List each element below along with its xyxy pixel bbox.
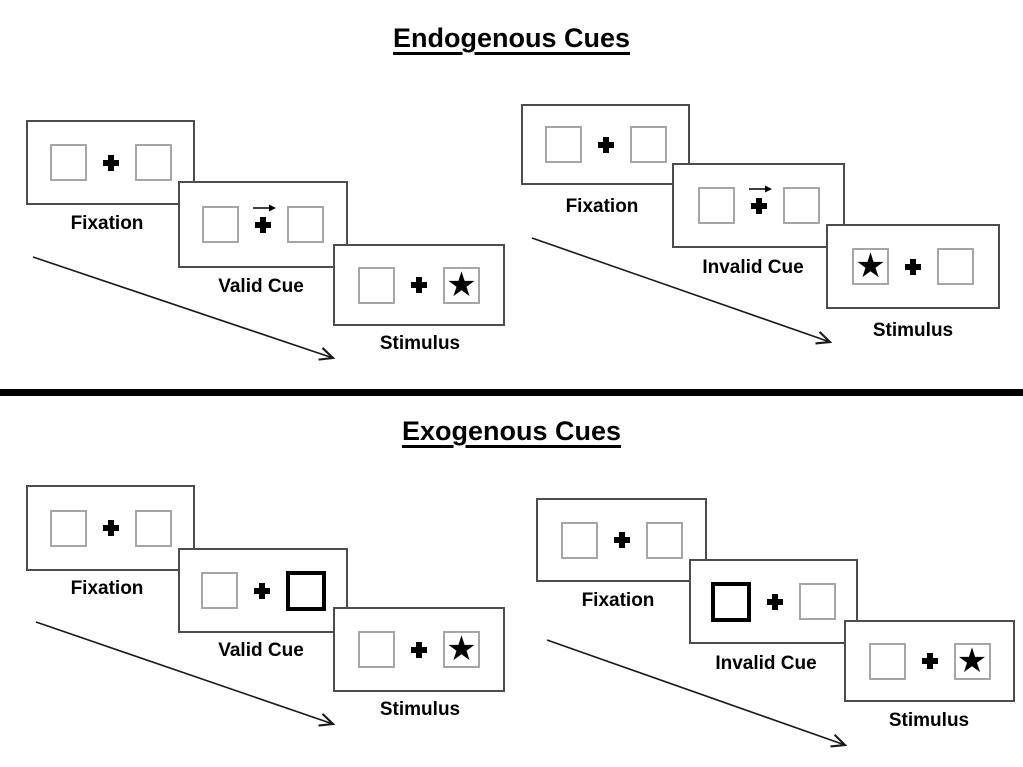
sequence-arrow-icon: [531, 237, 833, 345]
placeholder-box-right: [645, 521, 683, 559]
fixation-cross-icon: [921, 653, 938, 669]
panel-label: Valid Cue: [218, 276, 304, 297]
panel-label: Fixation: [581, 590, 655, 611]
panel-fixation: [536, 498, 707, 582]
fixation-cross-icon: [411, 277, 427, 293]
target-box: ★: [443, 631, 480, 668]
target-box: ★: [852, 248, 889, 285]
panel-label: Invalid Cue: [715, 653, 817, 674]
panel-stimulus: ★: [333, 244, 505, 326]
sequence-arrow-icon: [546, 639, 848, 748]
section-title-text: Exogenous Cues: [401, 416, 622, 446]
fixation-cross-icon: [411, 641, 427, 658]
placeholder-box-left: [358, 631, 395, 668]
star-icon: ★: [855, 246, 886, 286]
fixation-cross-icon: [905, 258, 921, 275]
placeholder-box-right: [937, 248, 974, 285]
placeholder-box-right: [134, 144, 172, 181]
panel-label: Stimulus: [872, 320, 954, 341]
right-arrow-icon: [748, 185, 772, 192]
placeholder-box-left: [544, 126, 582, 163]
fixation-cross-icon: [613, 532, 630, 548]
cue-highlight-box: [285, 570, 326, 611]
sequence-arrow-icon: [35, 621, 336, 727]
star-icon: ★: [446, 629, 477, 669]
section-divider: [0, 389, 1023, 396]
sequence-arrow-icon: [32, 256, 336, 361]
placeholder-box-left: [49, 144, 87, 181]
placeholder-box-right: [287, 206, 324, 243]
panel-invalid-cue: [672, 163, 845, 248]
fixation-cross-icon: [253, 204, 276, 233]
panel-fixation: [521, 104, 690, 185]
placeholder-box-left: [868, 642, 906, 680]
panel-fixation: [26, 485, 195, 571]
placeholder-box-right: [629, 126, 667, 163]
panel-valid-cue: [178, 181, 348, 268]
fixation-cross-icon: [102, 154, 119, 171]
star-icon: ★: [446, 264, 477, 305]
panel-valid-cue: [178, 548, 348, 633]
panel-label: Fixation: [565, 196, 639, 217]
panel-label: Fixation: [70, 578, 144, 599]
panel-label: Valid Cue: [218, 640, 304, 661]
placeholder-box-right: [134, 509, 172, 547]
placeholder-box-left: [49, 509, 87, 547]
fixation-cross-icon: [597, 136, 614, 153]
panel-label: Invalid Cue: [702, 257, 804, 278]
panel-invalid-cue: [689, 559, 858, 644]
panel-stimulus: ★: [826, 224, 1000, 309]
fixation-cross-icon: [253, 582, 270, 599]
panel-label: Fixation: [70, 213, 144, 234]
panel-stimulus: ★: [844, 620, 1015, 702]
panel-stimulus: ★: [333, 607, 505, 692]
placeholder-box-left: [358, 266, 395, 304]
section-title-text: Endogenous Cues: [392, 23, 630, 53]
placeholder-box-left: [202, 206, 239, 243]
fixation-cross-icon: [748, 185, 772, 214]
placeholder-box-left: [560, 521, 598, 559]
placeholder-box-right: [799, 583, 836, 620]
panel-label: Stimulus: [379, 699, 461, 720]
panel-label: Stimulus: [379, 333, 461, 354]
placeholder-box-right: [782, 187, 820, 224]
panel-fixation: [26, 120, 195, 205]
placeholder-box-left: [200, 572, 238, 609]
star-icon: ★: [956, 640, 988, 681]
fixation-cross-icon: [102, 520, 119, 536]
target-box: ★: [443, 264, 480, 305]
target-box: ★: [953, 640, 991, 681]
fixation-cross-icon: [767, 593, 783, 610]
panel-label: Stimulus: [888, 710, 970, 731]
placeholder-box-left: [697, 187, 735, 224]
right-arrow-icon: [253, 204, 276, 211]
cue-highlight-box: [711, 581, 751, 622]
section-title-exogenous: Exogenous Cues: [0, 416, 1023, 447]
section-title-endogenous: Endogenous Cues: [0, 23, 1023, 54]
